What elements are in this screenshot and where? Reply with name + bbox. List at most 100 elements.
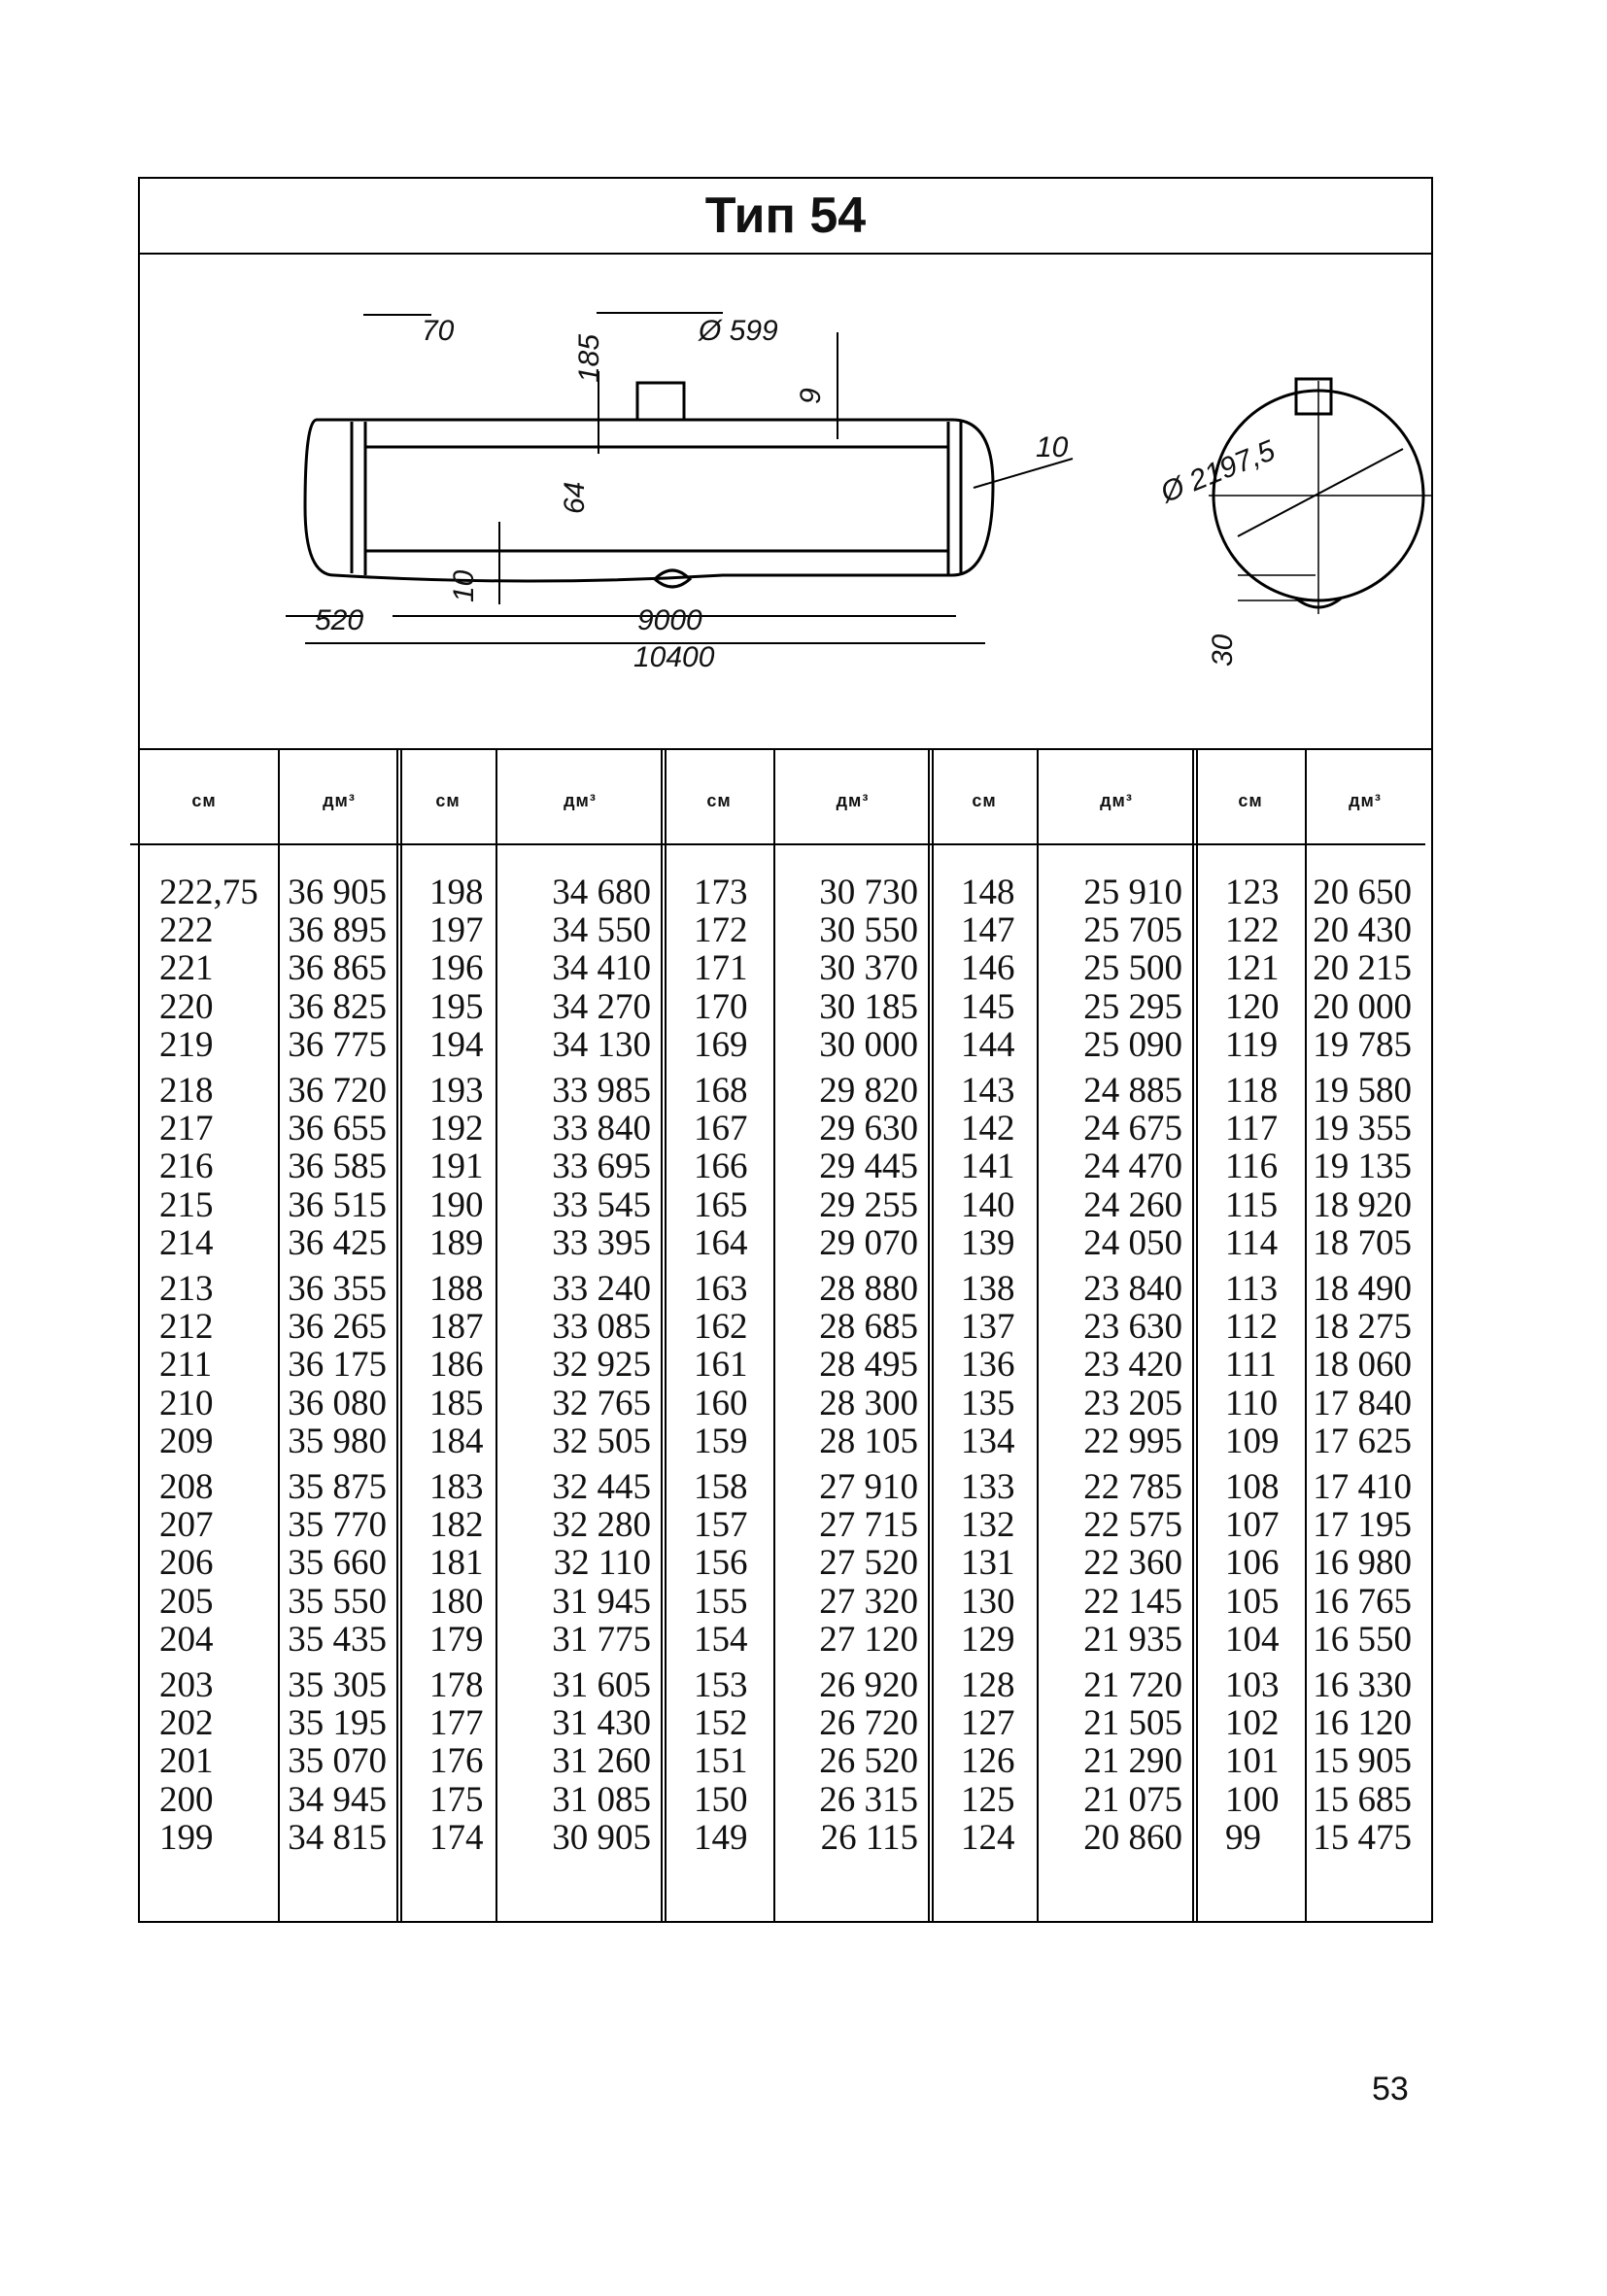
cell-cm: 111 — [1225, 1345, 1277, 1386]
cell-cm: 205 — [159, 1581, 214, 1622]
cell-cm: 204 — [159, 1619, 214, 1660]
cell-dm3: 28 300 — [819, 1383, 918, 1423]
cell-cm: 185 — [429, 1383, 484, 1423]
cell-cm: 110 — [1225, 1383, 1279, 1423]
tank-side-view — [303, 381, 995, 589]
cell-dm3: 35 550 — [288, 1581, 387, 1622]
cell-dm3: 30 905 — [552, 1817, 651, 1858]
cell-cm: 171 — [694, 948, 748, 989]
cell-cm: 130 — [961, 1581, 1015, 1622]
cell-dm3: 33 545 — [552, 1184, 651, 1225]
cell-dm3: 23 840 — [1083, 1269, 1182, 1309]
cell-dm3: 18 275 — [1313, 1307, 1412, 1348]
cell-dm3: 35 875 — [288, 1467, 387, 1507]
cell-cm: 106 — [1225, 1543, 1280, 1584]
manhole — [635, 381, 686, 422]
column-header-dm3: дм³ — [323, 790, 356, 810]
dim-label-70: 70 — [422, 315, 455, 347]
cell-cm: 221 — [159, 948, 214, 989]
cell-cm: 216 — [159, 1147, 214, 1187]
cell-cm: 222 — [159, 910, 214, 951]
cell-dm3: 35 980 — [288, 1421, 387, 1461]
cell-dm3: 20 860 — [1083, 1817, 1182, 1858]
cell-dm3: 16 330 — [1313, 1665, 1412, 1705]
cell-cm: 129 — [961, 1619, 1015, 1660]
tank-end-view — [1209, 377, 1431, 614]
cell-dm3: 32 110 — [553, 1543, 651, 1584]
cell-dm3: 20 215 — [1313, 948, 1412, 989]
cell-cm: 188 — [429, 1269, 484, 1309]
cell-dm3: 35 070 — [288, 1741, 387, 1782]
dim-label-185: 185 — [573, 334, 605, 383]
column-divider — [1305, 750, 1307, 1923]
cell-cm: 134 — [961, 1421, 1015, 1461]
cell-dm3: 22 995 — [1083, 1421, 1182, 1461]
cell-cm: 170 — [694, 986, 748, 1027]
cell-cm: 203 — [159, 1665, 214, 1705]
cell-cm: 146 — [961, 948, 1015, 989]
cell-cm: 113 — [1225, 1269, 1279, 1309]
tank-table-frame: Тип 54 — [130, 177, 1433, 1923]
column-header-cm: см — [706, 790, 732, 810]
cell-dm3: 17 195 — [1313, 1505, 1412, 1546]
cell-cm: 107 — [1225, 1505, 1280, 1546]
dim-line-10-right — [973, 458, 1074, 489]
group-divider — [661, 750, 667, 1923]
cell-dm3: 18 490 — [1313, 1269, 1412, 1309]
cell-dm3: 27 320 — [819, 1581, 918, 1622]
cell-cm: 158 — [694, 1467, 748, 1507]
page-title: Тип 54 — [140, 179, 1431, 255]
dim-label-9: 9 — [795, 388, 827, 404]
dimension-lines — [286, 312, 1074, 644]
cell-dm3: 35 660 — [288, 1543, 387, 1584]
cell-dm3: 26 520 — [819, 1741, 918, 1782]
cell-dm3: 24 050 — [1083, 1222, 1182, 1263]
cell-cm: 163 — [694, 1269, 748, 1309]
cell-cm: 99 — [1225, 1817, 1261, 1858]
cell-cm: 161 — [694, 1345, 748, 1386]
cell-cm: 103 — [1225, 1665, 1280, 1705]
cell-cm: 186 — [429, 1345, 484, 1386]
cell-cm: 118 — [1225, 1071, 1279, 1111]
cell-cm: 122 — [1225, 910, 1280, 951]
cell-dm3: 31 775 — [552, 1619, 651, 1660]
cell-cm: 191 — [429, 1147, 484, 1187]
cell-cm: 176 — [429, 1741, 484, 1782]
cell-dm3: 33 840 — [552, 1109, 651, 1149]
cell-cm: 172 — [694, 910, 748, 951]
cell-dm3: 33 985 — [552, 1071, 651, 1111]
cell-cm: 197 — [429, 910, 484, 951]
group-divider — [396, 750, 402, 1923]
cell-cm: 138 — [961, 1269, 1015, 1309]
cell-cm: 127 — [961, 1703, 1015, 1744]
cell-dm3: 23 420 — [1083, 1345, 1182, 1386]
cell-dm3: 36 265 — [288, 1307, 387, 1348]
cell-cm: 117 — [1225, 1109, 1279, 1149]
cell-dm3: 26 920 — [819, 1665, 918, 1705]
cell-cm: 173 — [694, 873, 748, 912]
cell-dm3: 26 115 — [820, 1817, 918, 1858]
cell-dm3: 18 705 — [1313, 1222, 1412, 1263]
cell-cm: 219 — [159, 1024, 214, 1065]
cell-cm: 155 — [694, 1581, 748, 1622]
cell-dm3: 25 705 — [1083, 910, 1182, 951]
end-view-manhole — [1294, 377, 1333, 416]
group-divider — [1192, 750, 1198, 1923]
cell-dm3: 27 910 — [819, 1467, 918, 1507]
cell-dm3: 24 675 — [1083, 1109, 1182, 1149]
cell-dm3: 19 580 — [1313, 1071, 1412, 1111]
cell-dm3: 15 905 — [1313, 1741, 1412, 1782]
cell-cm: 201 — [159, 1741, 214, 1782]
cell-dm3: 33 695 — [552, 1147, 651, 1187]
cell-cm: 179 — [429, 1619, 484, 1660]
cell-cm: 166 — [694, 1147, 748, 1187]
cell-dm3: 26 720 — [819, 1703, 918, 1744]
cell-cm: 101 — [1225, 1741, 1280, 1782]
cell-dm3: 34 130 — [552, 1024, 651, 1065]
cell-cm: 211 — [159, 1345, 213, 1386]
cell-dm3: 31 945 — [552, 1581, 651, 1622]
cell-cm: 151 — [694, 1741, 748, 1782]
cell-cm: 100 — [1225, 1779, 1280, 1820]
cell-dm3: 21 505 — [1083, 1703, 1182, 1744]
